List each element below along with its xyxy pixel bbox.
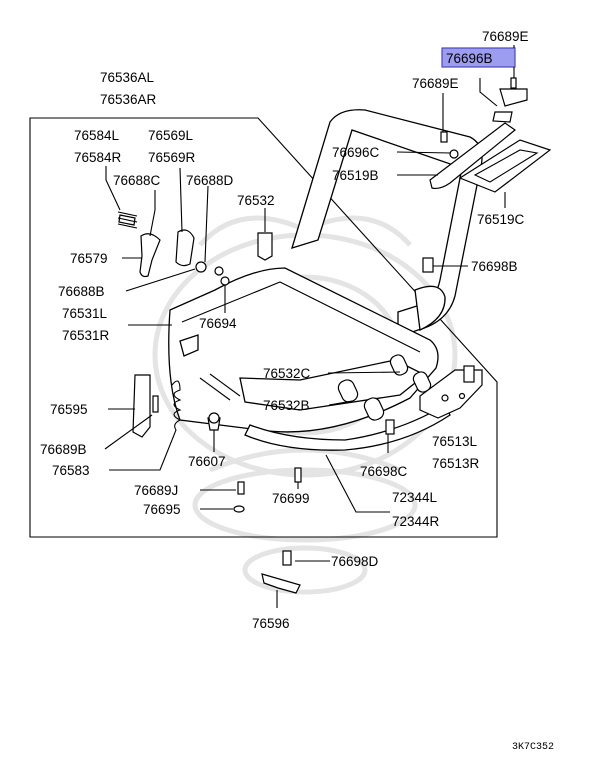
label-76569R: 76569R [148,150,196,165]
label-76583: 76583 [52,463,90,478]
label-76531R: 76531R [62,328,110,343]
label-76688C-top: 76688C [113,173,161,188]
group-frame-outline [29,117,498,538]
label-76696C: 76696C [332,145,380,160]
label-76688B: 76688B [58,284,105,299]
label-76579: 76579 [70,251,108,266]
label-76595: 76595 [50,402,88,417]
label-76689E: 76689E [412,76,459,91]
label-72344L: 72344L [392,490,438,505]
leader-lines [104,45,515,608]
label-76584L: 76584L [74,128,120,143]
label-76513R: 76513R [432,456,480,471]
label-76532B: 76532B [263,398,310,413]
label-76536AR: 76536AR [100,92,157,107]
label-76536AL: 76536AL [100,70,155,85]
recliner-bracket [419,365,483,419]
figure-code: 3K7C352 [512,742,554,753]
highlight-box [441,47,516,68]
label-76688D: 76688D [186,173,234,188]
bracket-76596 [261,550,301,594]
label-76689B: 76689B [40,442,87,457]
label-76696B: 76696B [446,51,493,66]
label-76519C: 76519C [477,212,525,227]
left-hardware [132,257,434,513]
label-76531L: 76531L [62,306,108,321]
label-76519B: 76519B [332,168,379,183]
label-76584R: 76584R [74,150,122,165]
label-76689E-top: 76689E [482,29,529,44]
label-76695: 76695 [143,502,181,517]
label-76513L: 76513L [432,434,478,449]
pivot-bushings [337,354,432,421]
label-76699: 76699 [272,491,310,506]
lower-rail [244,404,451,451]
label-72344R: 72344R [392,514,440,529]
trim-cover-parts [429,77,552,193]
label-76532: 76532 [237,193,275,208]
lever-parts [117,211,273,286]
label-76698B: 76698B [471,259,518,274]
label-76698D: 76698D [331,554,379,569]
seat-back-frame [291,109,483,338]
part-labels: 76689E 76696B 76689E 76536AL 76536AR 765… [40,29,554,753]
label-76569L: 76569L [148,128,194,143]
label-76532C: 76532C [263,366,311,381]
label-76698C: 76698C [360,464,408,479]
label-76607: 76607 [188,454,226,469]
label-76694: 76694 [199,316,237,331]
label-76596: 76596 [252,616,290,631]
label-76689J: 76689J [134,483,178,498]
